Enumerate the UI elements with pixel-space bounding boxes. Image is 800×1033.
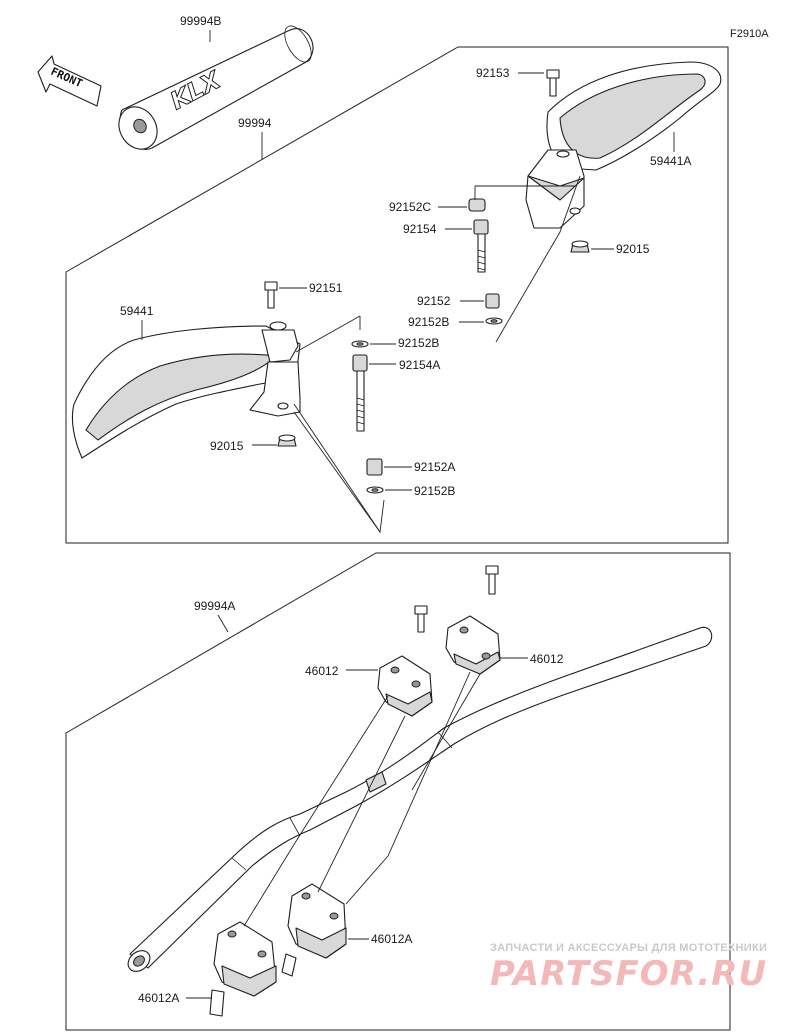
label-92015-right: 92015 (616, 242, 650, 256)
label-46012a-left: 46012A (138, 991, 179, 1005)
watermark-logo: PARTSFOR.RU (490, 954, 767, 994)
label-59441a: 59441A (650, 154, 691, 168)
label-92152b-left-top: 92152B (398, 336, 439, 350)
handguard-kit-frame (65, 46, 729, 544)
label-92151: 92151 (309, 281, 343, 295)
label-92152b-left-bottom: 92152B (414, 484, 455, 498)
figure-id: F2910A (730, 28, 769, 40)
clamp-46012-right (445, 565, 501, 675)
label-92154: 92154 (403, 222, 437, 236)
watermark-tagline: ЗАПЧАСТИ И АКСЕССУАРЫ ДЛЯ МОТОТЕХНИКИ (490, 942, 767, 954)
bolt-92154a (352, 354, 368, 432)
handguard-left (71, 321, 301, 459)
nut-92015-right (570, 240, 590, 253)
collar-92152a (366, 458, 383, 476)
bolt-92151 (264, 281, 278, 309)
handlebar-kit-frame (65, 552, 731, 1031)
washer-92152b-left-top (351, 340, 369, 348)
label-92152-right: 92152 (417, 294, 451, 308)
label-92152a: 92152A (414, 460, 455, 474)
label-92152b-right: 92152B (408, 315, 449, 329)
collar-92152 (485, 293, 500, 309)
label-99994: 99994 (238, 116, 272, 130)
handguard-right (525, 61, 722, 229)
label-92152c: 92152C (389, 200, 431, 214)
label-92154a: 92154A (399, 358, 440, 372)
front-arrow-icon: FRONT (37, 55, 102, 107)
clamp-46012a-left (209, 921, 277, 1017)
washer-92152b-left-bottom (366, 486, 384, 494)
label-99994a: 99994A (194, 599, 235, 613)
label-46012-right: 46012 (530, 652, 564, 666)
label-46012a-right: 46012A (371, 932, 412, 946)
nut-92015-left (277, 434, 297, 447)
washer-92152b-right (485, 317, 503, 325)
bolt-92153 (546, 69, 560, 97)
label-92015-left: 92015 (210, 439, 244, 453)
label-92153: 92153 (476, 66, 510, 80)
label-99994b: 99994B (180, 14, 221, 28)
handlebar-pad: KLX (118, 25, 314, 150)
clamp-46012-left (377, 605, 433, 717)
label-46012-left: 46012 (305, 664, 339, 678)
label-59441: 59441 (120, 304, 154, 318)
clamp-46012a-right (281, 883, 347, 977)
bolt-92154 (473, 219, 489, 273)
collar-92152c (468, 198, 486, 212)
